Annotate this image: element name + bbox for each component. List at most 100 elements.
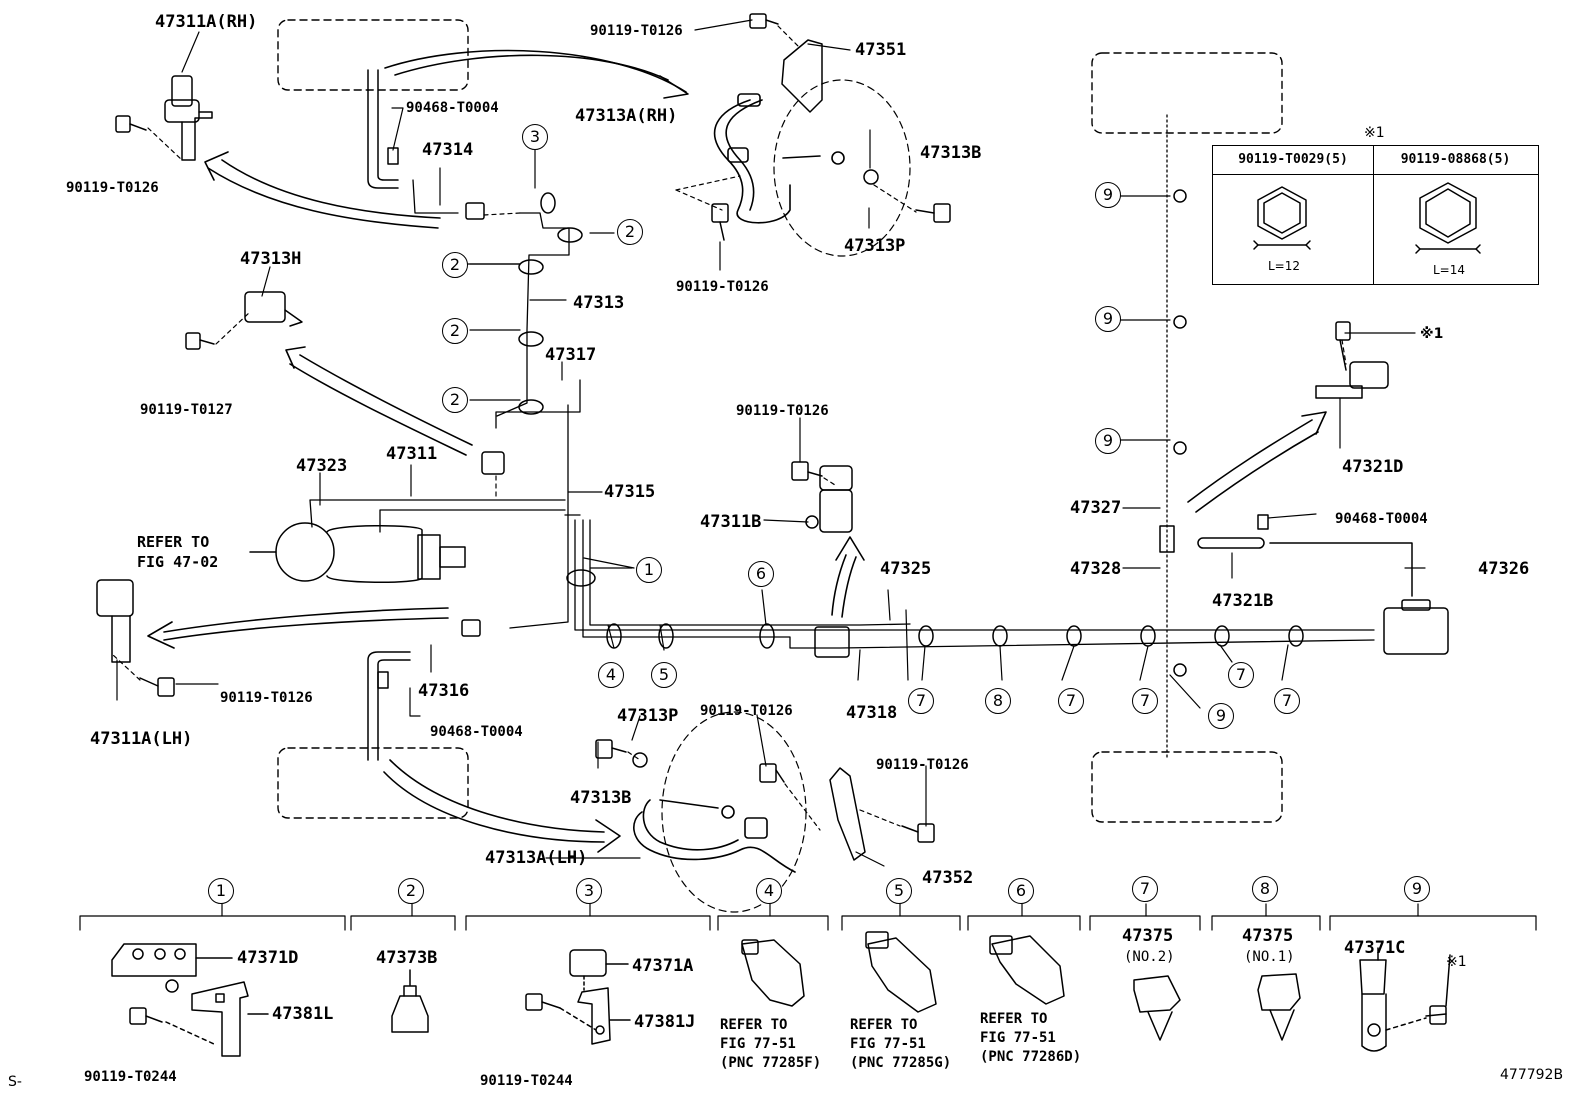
label-47313: 47313 xyxy=(573,293,625,313)
label-47328: 47328 xyxy=(1070,559,1122,579)
direction-arrows xyxy=(147,49,1327,853)
label-90119-T0126-lower: 90119-T0126 xyxy=(700,703,793,719)
table-len1: L=12 xyxy=(1268,259,1301,273)
table-note-mark: ※1 xyxy=(1364,125,1385,141)
label-47326: 47326 xyxy=(1478,559,1530,579)
legend-ref-77285G: REFER TO FIG 77-51 (PNC 77285G) xyxy=(850,1017,952,1071)
legend-num-6: 6 xyxy=(1008,878,1034,904)
label-47313B-top: 47313B xyxy=(920,143,982,163)
callout-8: 8 xyxy=(985,688,1011,714)
label-47311B: 47311B xyxy=(700,512,762,532)
bolts xyxy=(115,13,951,843)
bracket-47351 xyxy=(781,39,823,113)
callout-1: 1 xyxy=(636,557,662,583)
label-47313A-lh: 47313A(LH) xyxy=(485,848,588,868)
label-47327: 47327 xyxy=(1070,498,1122,518)
legend-47381J: 47381J xyxy=(634,1012,696,1032)
table-col2-header: 90119-08868(5) xyxy=(1400,152,1511,167)
pipe-hooks xyxy=(367,69,411,761)
legend-ref-77286D: REFER TO FIG 77-51 (PNC 77286D) xyxy=(980,1011,1082,1065)
label-47313A-rh: 47313A(RH) xyxy=(575,106,678,126)
table-hex-sketches xyxy=(1253,182,1481,254)
callout-7b: 7 xyxy=(1058,688,1084,714)
table-col1-header: 90119-T0029(5) xyxy=(1238,152,1348,167)
label-47313B-bot: 47313B xyxy=(570,788,632,808)
label-47311: 47311 xyxy=(386,444,438,464)
callout-3: 3 xyxy=(522,124,548,150)
label-90119-T0126-left: 90119-T0126 xyxy=(66,180,159,196)
legend-parts xyxy=(111,931,1451,1057)
legend-num-2: 2 xyxy=(398,878,424,904)
legend-num-1: 1 xyxy=(208,878,234,904)
legend-note-mark: ※1 xyxy=(1446,954,1467,970)
callout-4: 4 xyxy=(598,662,624,688)
label-90119-T0126-right-lower: 90119-T0126 xyxy=(876,757,969,773)
footer-left-code: S- xyxy=(8,1074,22,1090)
label-47315: 47315 xyxy=(604,482,656,502)
callout-5: 5 xyxy=(651,662,677,688)
valve-47311B xyxy=(805,465,853,533)
legend-90119-T0244-b: 90119-T0244 xyxy=(480,1073,573,1089)
label-47325: 47325 xyxy=(880,559,932,579)
legend-ref-77285F: REFER TO FIG 77-51 (PNC 77285F) xyxy=(720,1017,822,1071)
front-rh-tube xyxy=(412,179,570,417)
label-refer-fig-47-02: REFER TO FIG 47-02 xyxy=(137,533,219,572)
alignment-lines xyxy=(111,25,1347,831)
label-47323: 47323 xyxy=(296,456,348,476)
master-cylinder xyxy=(249,522,466,584)
tube-47321B xyxy=(1197,537,1413,597)
junctions xyxy=(377,147,1269,689)
label-47313H: 47313H xyxy=(240,249,302,269)
bracket-47352 xyxy=(829,767,866,861)
label-90119-T0126-top: 90119-T0126 xyxy=(590,23,683,39)
label-47313P-top: 47313P xyxy=(844,236,906,256)
reference-area-frames xyxy=(277,19,1283,823)
valve-47311A-lh xyxy=(96,579,134,663)
joint-47313H xyxy=(244,291,303,327)
fitting-47327 xyxy=(1159,525,1175,553)
valve-47311A-rh xyxy=(164,75,213,161)
callout-2b: 2 xyxy=(442,252,468,278)
callout-2d: 2 xyxy=(442,387,468,413)
legend-47371C: 47371C xyxy=(1344,938,1406,958)
callout-2a: 2 xyxy=(617,219,643,245)
callout-7d: 7 xyxy=(1228,662,1254,688)
callout-9d: 9 xyxy=(1208,703,1234,729)
legend-num-9: 9 xyxy=(1404,876,1430,902)
callout-2c: 2 xyxy=(442,318,468,344)
legend-47371A: 47371A xyxy=(632,956,694,976)
label-90119-T0126-47311B: 90119-T0126 xyxy=(736,403,829,419)
legend-brackets xyxy=(79,903,1537,931)
label-47311A-lh: 47311A(LH) xyxy=(90,729,193,749)
legend-no2: (NO.2) xyxy=(1124,949,1175,965)
callout-7a: 7 xyxy=(908,688,934,714)
callout-7c: 7 xyxy=(1132,688,1158,714)
bolt-size-table: 90119-T0029(5) 90119-08868(5) L=12 L=14 xyxy=(1212,145,1539,285)
caliper-dash-ellipse xyxy=(773,79,911,257)
label-47352: 47352 xyxy=(922,868,974,888)
legend-num-8: 8 xyxy=(1252,876,1278,902)
label-47321B: 47321B xyxy=(1212,591,1274,611)
legend-num-3: 3 xyxy=(576,878,602,904)
label-90119-T0126-mid: 90119-T0126 xyxy=(676,279,769,295)
label-47313P-bot: 47313P xyxy=(617,706,679,726)
legend-47375-no2: 47375 xyxy=(1122,926,1174,946)
front-rh-hose xyxy=(713,93,845,224)
label-47314: 47314 xyxy=(422,140,474,160)
callout-9b: 9 xyxy=(1095,306,1121,332)
footer-figure-number: 477792B xyxy=(1500,1067,1564,1083)
label-90119-T0126-lh: 90119-T0126 xyxy=(220,690,313,706)
callout-9c: 9 xyxy=(1095,428,1121,454)
label-47321D: 47321D xyxy=(1342,457,1404,477)
legend-47375-no1: 47375 xyxy=(1242,926,1294,946)
callout-7e: 7 xyxy=(1274,688,1300,714)
legend-47373B: 47373B xyxy=(376,948,438,968)
label-47317: 47317 xyxy=(545,345,597,365)
legend-no1: (NO.1) xyxy=(1244,949,1295,965)
tube-clamps xyxy=(518,189,1304,677)
label-90468-T0004-right: 90468-T0004 xyxy=(1335,511,1428,527)
table-len2: L=14 xyxy=(1433,263,1466,277)
legend-90119-T0244-a: 90119-T0244 xyxy=(84,1069,177,1085)
rear-junction-block xyxy=(1383,599,1449,655)
